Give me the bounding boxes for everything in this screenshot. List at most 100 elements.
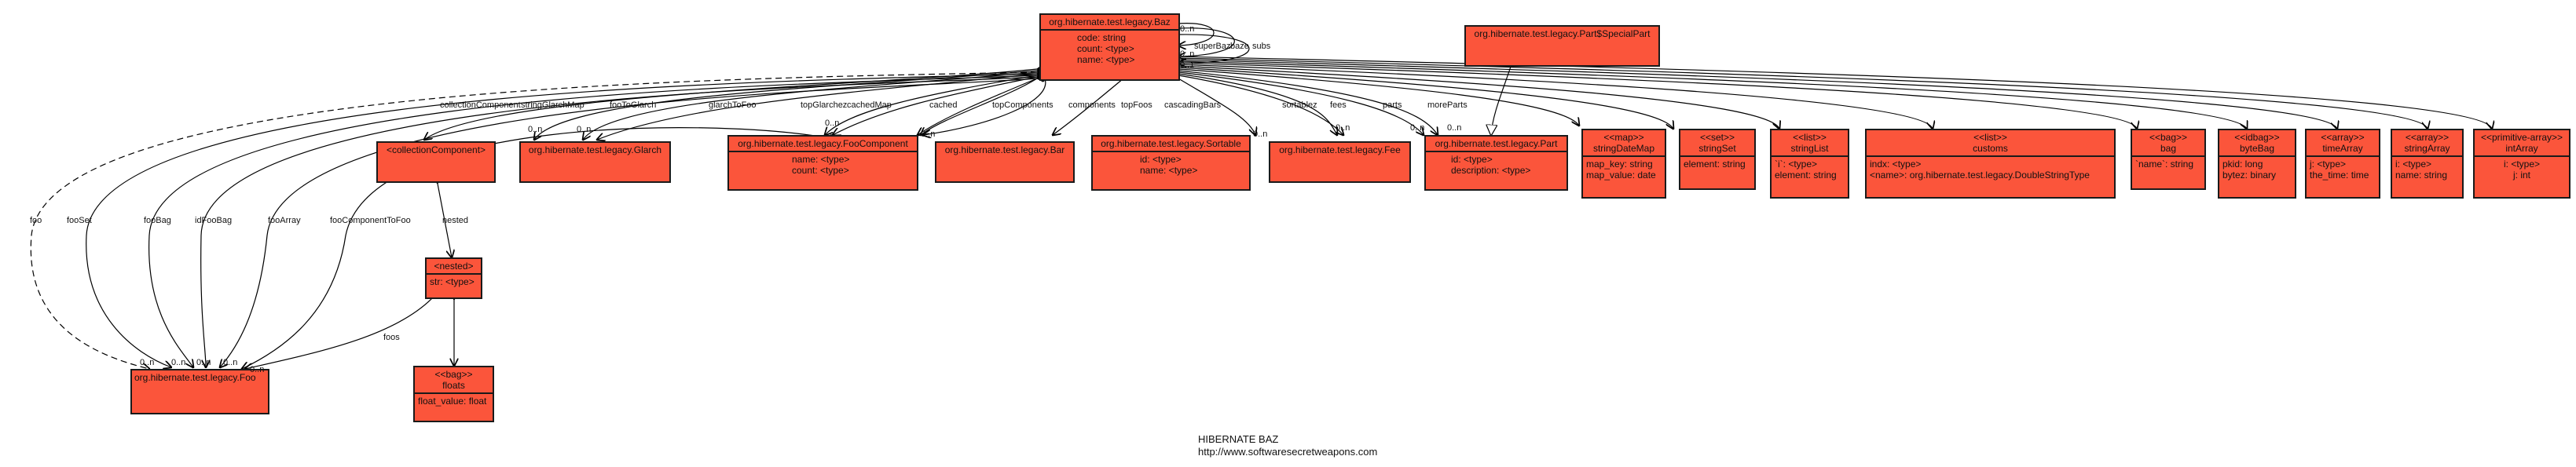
class-floats-stereotype: <<bag>> (434, 369, 473, 380)
edge-baze (1178, 27, 1235, 57)
class-foocomponent-name: org.hibernate.test.legacy.FooComponent (738, 138, 908, 149)
edge-label: nested (442, 216, 469, 225)
class-bar-name: org.hibernate.test.legacy.Bar (944, 144, 1065, 155)
class-bytebag-attrs: pkid: long bytez: binary (2219, 155, 2295, 182)
multiplicity-label: 0..n (1253, 130, 1268, 139)
class-foocomponent-attr: count: <type> (792, 165, 849, 176)
class-intarray-name: intArray (2505, 143, 2538, 154)
class-sortable-attr: name: <type> (1140, 165, 1198, 176)
edge-foos (245, 298, 432, 369)
class-stringset-name: stringSet (1698, 143, 1736, 154)
class-bag-attr: `name`: string (2135, 159, 2194, 170)
edge-topFoos (1053, 78, 1123, 135)
class-bag-name: bag (2160, 143, 2177, 154)
class-customs-attr: indx: <type> (1870, 159, 1922, 170)
class-collectioncomponent: <collectionComponent> (376, 141, 496, 183)
class-fee-name: org.hibernate.test.legacy.Fee (1279, 144, 1401, 155)
class-stringset-attrs: element: string (1680, 155, 1754, 171)
class-part: org.hibernate.test.legacy.Part id: <type… (1424, 135, 1568, 191)
class-baz-name: org.hibernate.test.legacy.Baz (1049, 16, 1171, 27)
class-intarray: <<primitive-array>> intArray i: <type> j… (2473, 129, 2571, 199)
class-stringarray-attrs: i: <type> name: string (2392, 155, 2462, 182)
class-customs-name: customs (1973, 143, 2008, 154)
class-nested: <nested> str: <type> (425, 257, 482, 299)
edge-label: sortablez (1282, 100, 1317, 110)
multiplicity-label: 0..n (921, 130, 936, 139)
class-specialpart: org.hibernate.test.legacy.Part$SpecialPa… (1464, 25, 1660, 67)
class-stringset-attr: element: string (1684, 159, 1746, 170)
class-stringarray: <<array>> stringArray i: <type> name: st… (2391, 129, 2464, 199)
edge-label: fees (1330, 100, 1347, 110)
class-stringdatemap-stereotype: <<map>> (1603, 132, 1644, 143)
class-intarray-attr: j: int (2512, 170, 2530, 181)
edge-label: idFooBag (195, 216, 233, 225)
class-part-attr: id: <type> (1451, 154, 1493, 165)
class-timearray: <<array>> timeArray j: <type> the_time: … (2305, 129, 2380, 199)
diagram-title: HIBERNATE BAZ (1198, 433, 1279, 445)
class-nested-attrs: str: <type> (427, 273, 481, 289)
multiplicity-label: 0..n (171, 358, 186, 367)
class-bytebag-stereotype: <<idbag>> (2234, 132, 2280, 143)
edge-label: fooToGlarch (610, 100, 657, 110)
source-url[interactable]: http://www.softwaresecretweapons.com (1198, 446, 1378, 458)
class-nested-attr: str: <type> (430, 276, 475, 287)
edge-label: cascadingBars (1164, 100, 1222, 110)
class-nested-name: <nested> (434, 261, 474, 272)
multiplicity-label: 0..n (1410, 123, 1425, 133)
class-stringlist-name: stringList (1790, 143, 1829, 154)
class-stringdatemap-attrs: map_key: string map_value: date (1583, 155, 1665, 182)
edge-label: topGlarchez (801, 100, 848, 110)
edge-label: subs (1252, 42, 1271, 51)
class-customs: <<list>> customs indx: <type> <name>: or… (1865, 129, 2116, 199)
class-baz-attr: code: string (1077, 32, 1127, 43)
class-stringarray-attr: i: <type> (2395, 159, 2432, 170)
class-sortable-name: org.hibernate.test.legacy.Sortable (1101, 138, 1241, 149)
class-stringdatemap-name: stringDateMap (1592, 143, 1655, 154)
edge-label: collectionComponent (440, 100, 521, 110)
multiplicity-label: 0..n (250, 365, 265, 374)
class-stringarray-attr: name: string (2395, 170, 2448, 181)
multiplicity-label: 0..n (1336, 123, 1350, 133)
class-bytebag-name: byteBag (2239, 143, 2275, 154)
multiplicity-label: 0..n (1180, 24, 1195, 34)
class-sortable-attr: id: <type> (1140, 154, 1182, 165)
class-bytebag-attr: pkid: long (2222, 159, 2263, 170)
class-timearray-attr: j: <type> (2310, 159, 2347, 170)
class-part-attrs: id: <type> description: <type> (1426, 151, 1566, 177)
class-baz-attr: name: <type> (1077, 54, 1135, 65)
class-intarray-attr: i: <type> (2503, 159, 2541, 170)
edge-subs (1178, 35, 1250, 63)
multiplicity-label: 0..n (140, 358, 155, 367)
class-glarch: org.hibernate.test.legacy.Glarch (519, 141, 671, 183)
class-baz-attr: count: <type> (1077, 43, 1134, 54)
edge-label: moreParts (1427, 100, 1468, 110)
class-specialpart-name: org.hibernate.test.legacy.Part$SpecialPa… (1474, 28, 1651, 39)
class-part-attr: description: <type> (1451, 165, 1531, 176)
edge-foo (30, 71, 1038, 369)
class-foo: org.hibernate.test.legacy.Foo (130, 369, 269, 414)
class-bytebag-attr: bytez: binary (2222, 170, 2277, 181)
multiplicity-label: 0..n (196, 358, 211, 367)
multiplicity-label: 0..n (1447, 123, 1462, 133)
class-bag: <<bag>> bag `name`: string (2131, 129, 2206, 190)
class-stringdatemap: <<map>> stringDateMap map_key: string ma… (1581, 129, 1666, 199)
association-edges (30, 23, 2492, 369)
class-bag-stereotype: <<bag>> (2149, 132, 2188, 143)
class-glarch-name: org.hibernate.test.legacy.Glarch (528, 144, 662, 155)
class-customs-attrs: indx: <type> <name>: org.hibernate.test.… (1867, 155, 2114, 182)
class-stringlist-attr: `i`: <type> (1775, 159, 1818, 170)
edge-nested (438, 184, 452, 257)
class-baz-attrs: code: string count: <type> name: <type> (1041, 29, 1178, 67)
class-timearray-name: timeArray (2322, 143, 2363, 154)
class-customs-attr: <name>: org.hibernate.test.legacy.Double… (1870, 170, 2090, 181)
multiplicity-label: 0..n (825, 119, 840, 128)
class-stringdatemap-attr: map_key: string (1586, 159, 1653, 170)
class-foo-name: org.hibernate.test.legacy.Foo (134, 372, 256, 383)
class-stringlist: <<list>> stringList `i`: <type> element:… (1770, 129, 1849, 199)
class-stringarray-stereotype: <<array>> (2405, 132, 2450, 143)
class-floats-name: floats (442, 380, 465, 391)
edge-label: fooBag (144, 216, 171, 225)
class-stringarray-name: stringArray (2404, 143, 2450, 154)
edge-timeArray (1178, 60, 2337, 129)
class-sortable-attrs: id: <type> name: <type> (1093, 151, 1249, 177)
